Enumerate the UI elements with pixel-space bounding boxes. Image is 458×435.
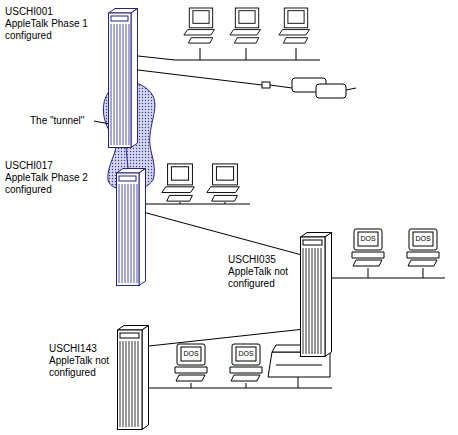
router-label: USCHI001AppleTalk Phase 1 configured	[5, 6, 97, 42]
screen-label: DOS	[358, 235, 378, 243]
computer-icon	[207, 164, 239, 201]
router-shape	[116, 168, 146, 286]
router-node: USCHI001AppleTalk Phase 1 configured	[108, 8, 138, 148]
router-name: USCHI143	[49, 343, 113, 355]
screen-label: DOS	[413, 235, 433, 243]
router-name: USCHI001	[5, 6, 97, 18]
screen-label: DOS	[236, 350, 256, 358]
dos-computer-icon	[407, 229, 439, 266]
screen-label: DOS	[181, 350, 201, 358]
network-link	[126, 148, 128, 168]
dos-lan	[332, 268, 445, 278]
dos-computer-icon	[352, 229, 384, 266]
router-status: AppleTalk not configured	[49, 355, 113, 379]
router-name: USCHI017	[5, 160, 97, 172]
dos-computer-icon	[175, 344, 207, 381]
computer-icon	[279, 8, 310, 43]
middle-lan	[146, 202, 250, 204]
router-label: USCHI017AppleTalk Phase 2 configured	[5, 160, 97, 196]
network-link	[146, 213, 300, 255]
top-lan	[138, 48, 356, 98]
callout-label: The "tunnel"	[30, 115, 100, 126]
router-status: AppleTalk Phase 2 configured	[5, 172, 97, 196]
network-link	[149, 330, 300, 347]
computer-icon	[162, 164, 194, 201]
router-label: USCHI035AppleTalk not configured	[228, 254, 296, 290]
leader-line	[94, 121, 110, 124]
router-shape	[117, 325, 149, 430]
router-label: USCHI143AppleTalk not configured	[49, 343, 113, 379]
router-node: USCHI035AppleTalk not configured	[300, 232, 332, 357]
router-name: USCHI035	[228, 254, 296, 266]
router-shape	[108, 8, 138, 148]
router-node: USCHI143AppleTalk not configured	[117, 325, 149, 430]
router-shape	[300, 232, 332, 357]
router-node: USCHI017AppleTalk Phase 2 configured	[116, 168, 146, 286]
router-status: AppleTalk not configured	[228, 266, 296, 290]
computer-icon	[184, 8, 215, 43]
computer-icon	[230, 8, 261, 43]
dos-computer-icon	[230, 344, 262, 381]
router-status: AppleTalk Phase 1 configured	[5, 18, 97, 42]
